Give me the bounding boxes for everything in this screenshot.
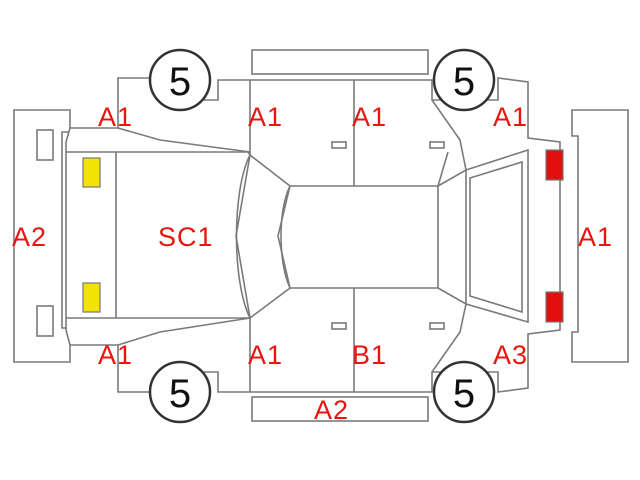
tire-front-right-value: 5: [169, 372, 191, 416]
front-bumper: [13, 109, 71, 363]
code-front-door-right: A1: [248, 340, 283, 370]
code-front-fender-right: A1: [98, 340, 133, 370]
side-sill-left: [251, 49, 429, 75]
code-rear-fender-right: A3: [493, 340, 528, 370]
code-hood: SC1: [158, 222, 214, 252]
wheel-front-left: 5: [148, 48, 212, 112]
taillamp-right: [545, 291, 564, 323]
headlamp-right: [82, 282, 101, 313]
wheel-rear-left: 5: [432, 48, 496, 112]
headlamp-left: [82, 157, 101, 188]
tire-rear-right-value: 5: [453, 372, 475, 416]
car-body: [65, 77, 561, 393]
tire-rear-left-value: 5: [453, 60, 475, 104]
side-sill-right: [251, 396, 429, 422]
code-rear-door-left: A1: [352, 102, 387, 132]
wheel-front-right: 5: [148, 360, 212, 424]
code-rear-door-right: B1: [352, 340, 387, 370]
code-side-sill-right: A2: [314, 395, 349, 425]
code-rear-fender-left: A1: [493, 102, 528, 132]
rear-bumper: [571, 109, 629, 363]
taillamp-left: [545, 149, 564, 181]
wheel-rear-right: 5: [432, 360, 496, 424]
code-front-door-left: A1: [248, 102, 283, 132]
code-front-bumper: A2: [12, 222, 47, 252]
tire-front-left-value: 5: [169, 60, 191, 104]
code-front-fender-left: A1: [98, 102, 133, 132]
code-rear-bumper: A1: [578, 222, 613, 252]
